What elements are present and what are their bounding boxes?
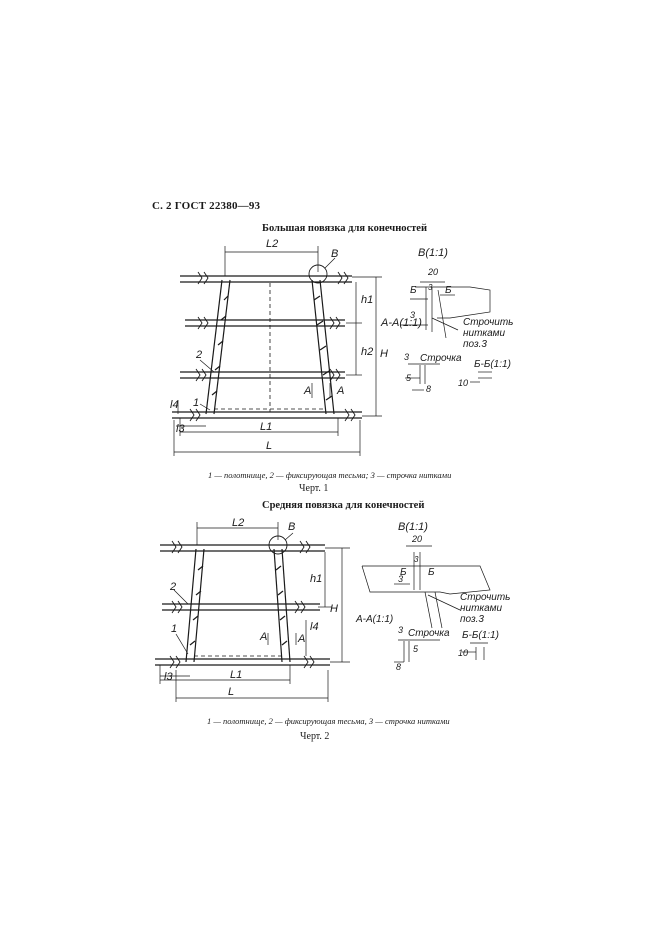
figure2-labels: L2 В h1 l4 H А А 2 1 l3 L1 L В(1:1) 20 Б… xyxy=(164,517,510,698)
page-header: С. 2 ГОСТ 22380—93 xyxy=(152,200,261,212)
label: 2 xyxy=(169,581,176,593)
label: Б xyxy=(428,567,435,578)
label: 1 xyxy=(193,397,199,409)
label: h1 xyxy=(310,573,322,585)
label: L1 xyxy=(230,669,242,681)
label: Б xyxy=(410,285,417,296)
label: l3 xyxy=(164,671,173,683)
figure1-caption: 1 — полотнище, 2 — фиксирующая тесьма; 3… xyxy=(208,470,452,480)
label: L2 xyxy=(266,238,278,250)
label: Строчка xyxy=(408,628,450,639)
label: 10 xyxy=(458,648,468,658)
label: L2 xyxy=(232,517,244,529)
label: Строчить xyxy=(463,317,513,328)
label: 8 xyxy=(396,662,401,672)
figure2-bandage xyxy=(155,544,330,666)
label: 2 xyxy=(195,349,202,361)
label: А xyxy=(303,385,311,397)
label: H xyxy=(330,603,338,615)
label: А xyxy=(336,385,344,397)
label: 3 xyxy=(410,310,415,320)
label: Строчка xyxy=(420,353,462,364)
label: А-А(1:1) xyxy=(355,614,393,625)
label: В(1:1) xyxy=(398,521,428,533)
label: 3 xyxy=(398,625,403,635)
label: Б-Б(1:1) xyxy=(462,630,499,641)
figure1-title: Большая повязка для конечностей xyxy=(262,223,428,234)
label: поз.3 xyxy=(460,614,484,625)
label: l4 xyxy=(170,399,179,411)
label: h1 xyxy=(361,294,373,306)
label: H xyxy=(380,348,388,360)
label: А xyxy=(297,633,305,645)
label: 3 xyxy=(414,555,419,564)
figure1-label: Черт. 1 xyxy=(299,483,329,494)
label: L1 xyxy=(260,421,272,433)
label: 1 xyxy=(171,623,177,635)
label: 5 xyxy=(406,373,412,383)
figure2-title: Средняя повязка для конечностей xyxy=(262,500,425,511)
figure2-caption: 1 — полотнище, 2 — фиксирующая тесьма, 3… xyxy=(207,716,450,726)
label: 3 xyxy=(428,283,433,292)
label: L xyxy=(266,440,272,452)
label: поз.3 xyxy=(463,339,487,350)
label: 20 xyxy=(427,267,438,277)
label: Б xyxy=(445,285,452,296)
label: Б xyxy=(400,567,407,578)
label: нитками xyxy=(460,603,503,614)
label: 5 xyxy=(413,644,419,654)
label: Б-Б(1:1) xyxy=(474,359,511,370)
label: L xyxy=(228,686,234,698)
label: 3 xyxy=(398,574,403,584)
label: l4 xyxy=(310,621,319,633)
figure1-labels: L2 В h1 h2 H А-А(1:1) А А 2 1 l4 l3 L1 L… xyxy=(170,238,513,452)
label: 10 xyxy=(458,378,468,388)
label: нитками xyxy=(463,328,506,339)
figure1-bandage xyxy=(172,275,362,419)
label: 3 xyxy=(404,352,409,362)
label: В xyxy=(288,521,295,533)
label: А xyxy=(259,631,267,643)
label: Строчить xyxy=(460,592,510,603)
label: h2 xyxy=(361,346,373,358)
label: А-А(1:1) xyxy=(380,317,422,329)
label: l3 xyxy=(176,423,185,435)
figure2-label: Черт. 2 xyxy=(300,731,330,742)
label: В xyxy=(331,248,338,260)
label: 8 xyxy=(426,384,431,394)
label: В(1:1) xyxy=(418,247,448,259)
label: 20 xyxy=(411,534,422,544)
